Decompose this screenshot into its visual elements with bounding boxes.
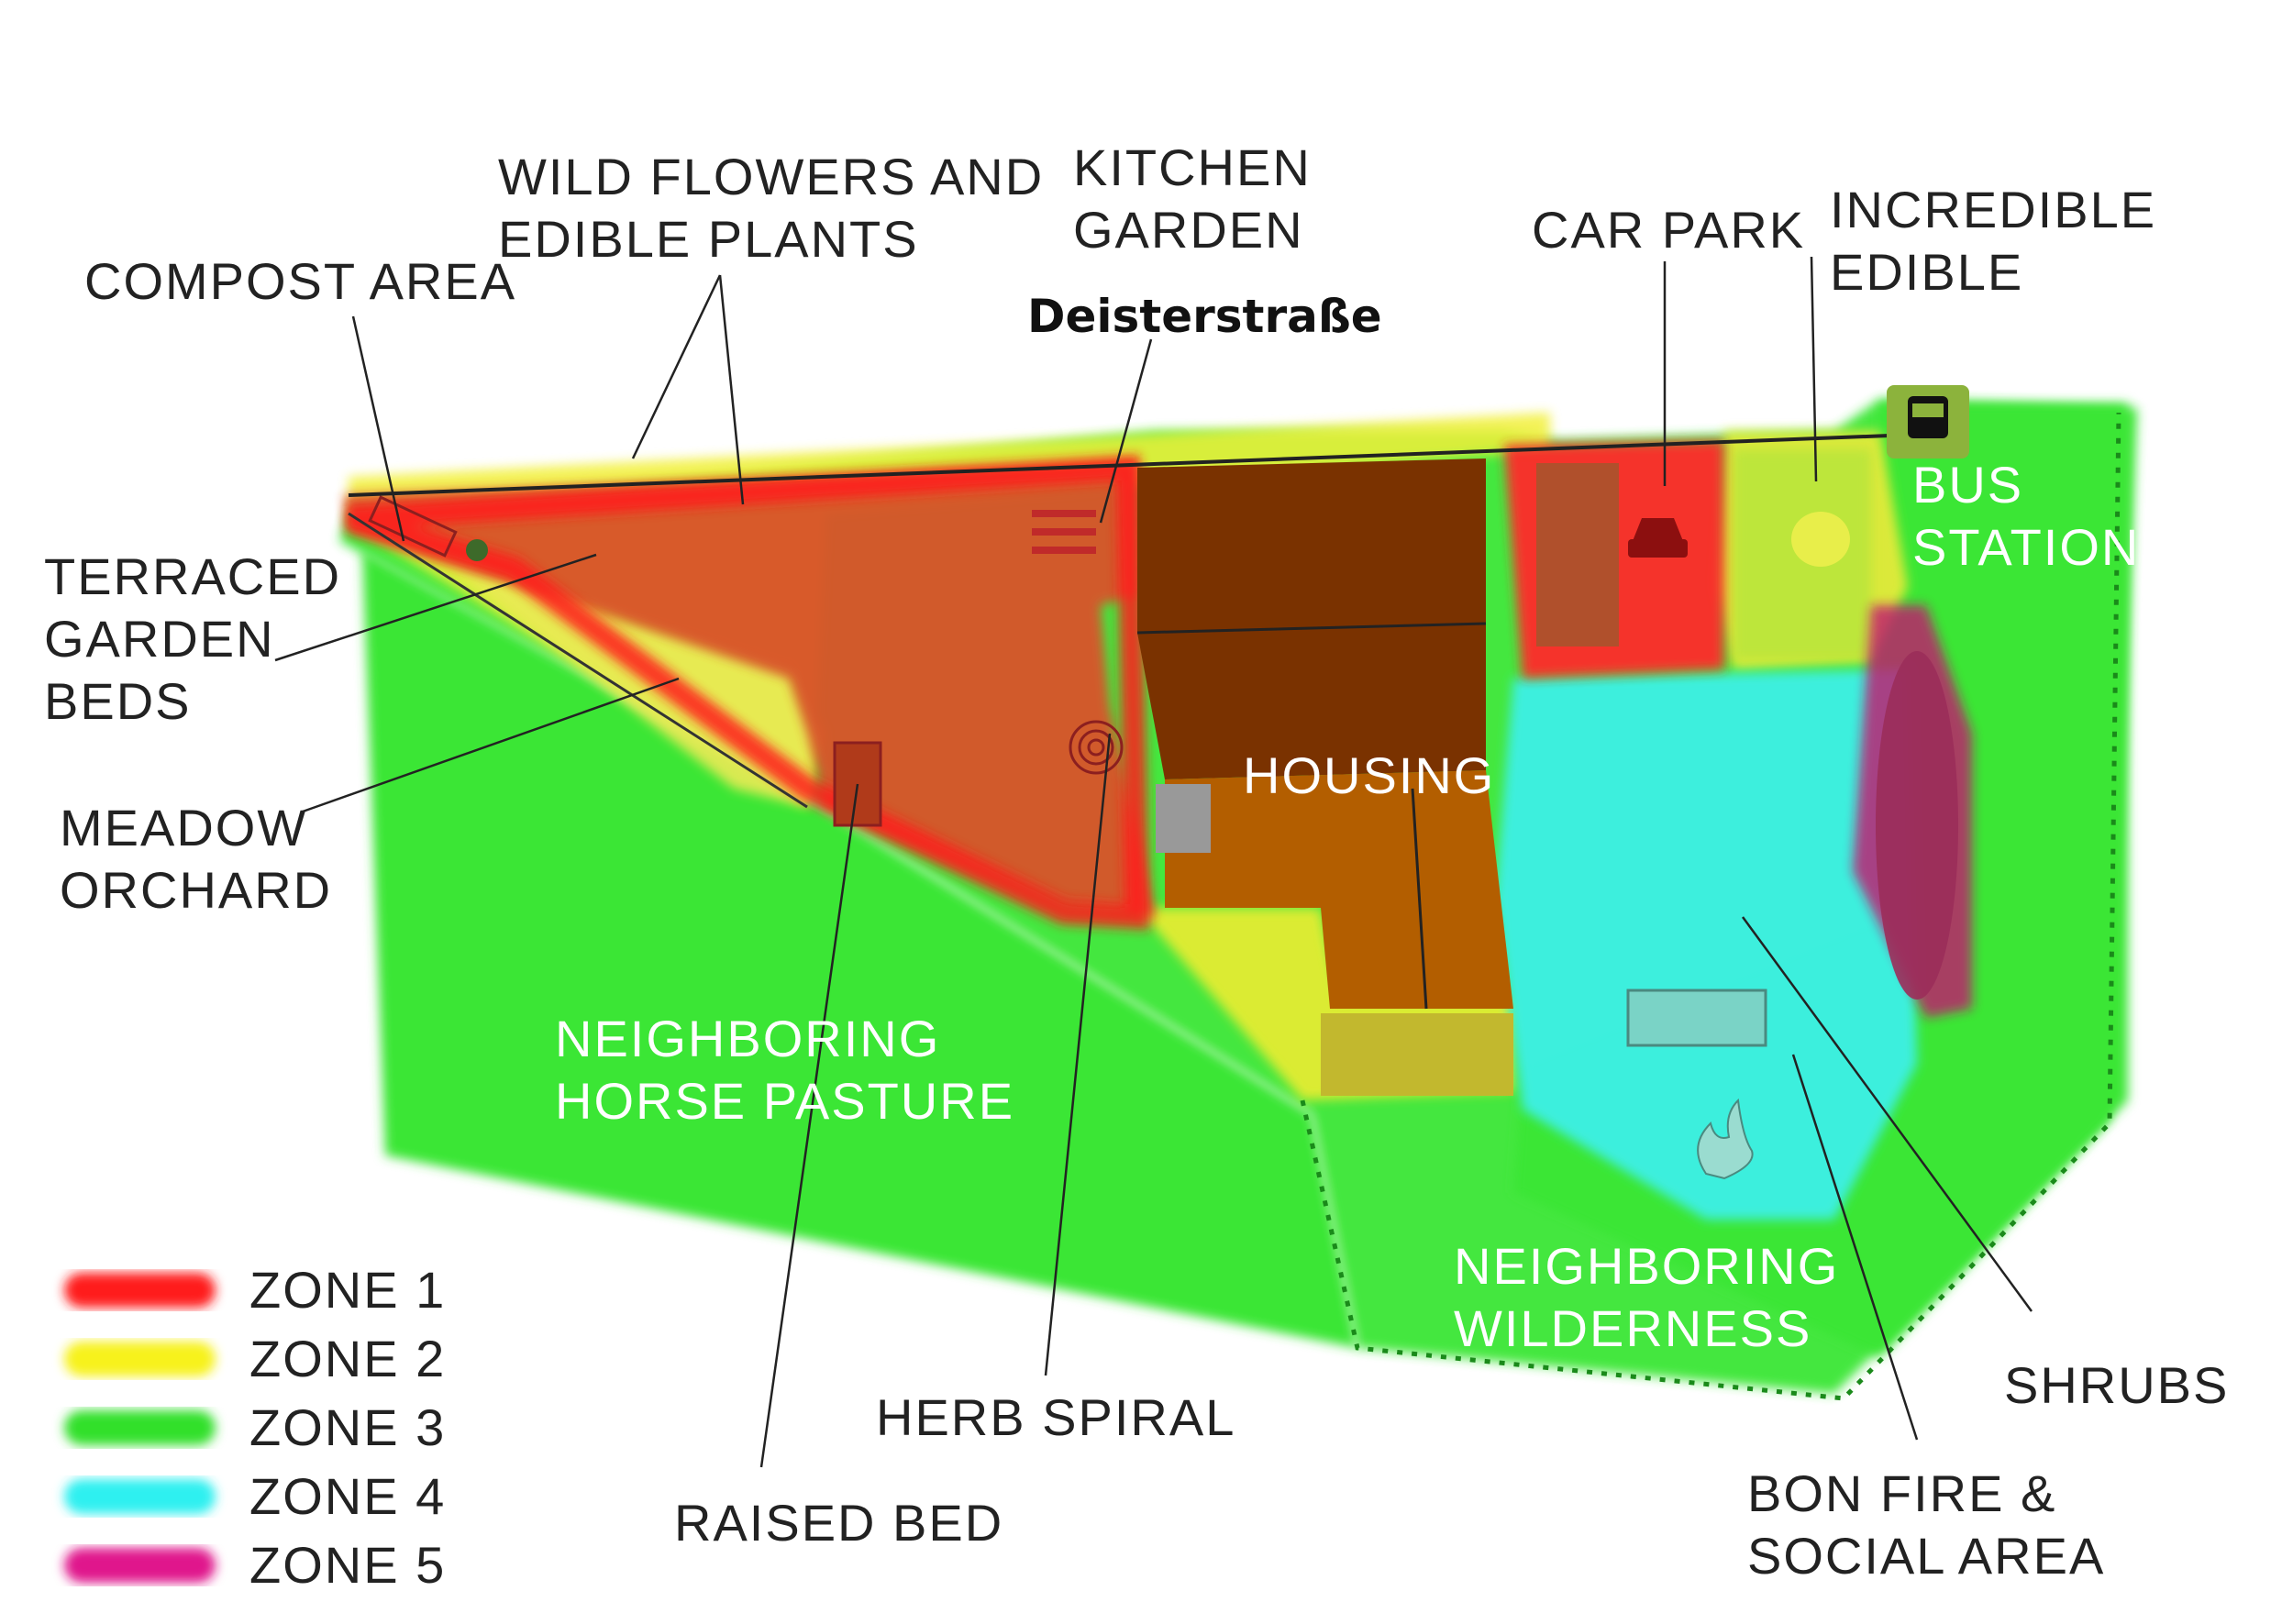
label-wilderness-line2: WILDERNESS: [1454, 1299, 1811, 1357]
legend-swatch-zone-3: [64, 1410, 216, 1445]
social-area-table: [1626, 989, 1767, 1047]
label-wild-flowers-line1: WILD FLOWERS AND: [498, 148, 1044, 205]
legend-label-zone-2: ZONE 2: [249, 1330, 446, 1387]
label-car-park: CAR PARK: [1532, 201, 1805, 259]
label-bonfire-line1: BON FIRE &: [1747, 1464, 2056, 1522]
label-kitchen-garden-line1: KITCHEN: [1073, 138, 1312, 196]
legend-swatch-zone-4: [64, 1479, 216, 1514]
label-terraced-line3: BEDS: [44, 672, 192, 730]
compost-area-bins: [368, 495, 488, 561]
car-icon: [1628, 518, 1688, 558]
legend-swatch-zone-2: [64, 1342, 216, 1376]
legend-label-zone-5: ZONE 5: [249, 1536, 446, 1594]
label-wild-flowers-line2: EDIBLE PLANTS: [498, 210, 919, 268]
fire-icon: [1697, 1098, 1754, 1180]
label-meadow-line2: ORCHARD: [60, 861, 332, 919]
legend: ZONE 1 ZONE 2 ZONE 3 ZONE 4 ZONE 5: [64, 1261, 446, 1594]
herb-spiral-icon: [1069, 720, 1124, 775]
legend-swatch-zone-1: [64, 1273, 216, 1308]
kitchen-garden-rows: [1032, 510, 1096, 554]
label-shrubs: SHRUBS: [2004, 1356, 2229, 1414]
label-housing: HOUSING: [1243, 746, 1495, 804]
label-horse-pasture-line2: HORSE PASTURE: [555, 1072, 1014, 1130]
label-herb-spiral: HERB SPIRAL: [876, 1388, 1235, 1446]
label-horse-pasture-line1: NEIGHBORING: [555, 1010, 940, 1067]
zone5-area: [1853, 605, 1972, 1018]
legend-label-zone-1: ZONE 1: [249, 1261, 446, 1319]
legend-label-zone-3: ZONE 3: [249, 1398, 446, 1456]
site-boundary: [348, 412, 2121, 1401]
label-terraced-line2: GARDEN: [44, 610, 275, 668]
street-name: Deisterstraße: [1027, 290, 1382, 343]
label-kitchen-garden-line2: GARDEN: [1073, 201, 1304, 259]
label-bus-station-line2: STATION: [1912, 518, 2140, 576]
label-wilderness-line1: NEIGHBORING: [1454, 1237, 1839, 1295]
label-incredible-edible-line1: INCREDIBLE: [1830, 181, 2156, 238]
label-compost-area: COMPOST AREA: [84, 252, 516, 310]
bus-icon: [1887, 385, 1969, 458]
legend-swatch-zone-5: [64, 1548, 216, 1583]
label-raised-bed: RAISED BED: [674, 1494, 1003, 1552]
legend-label-zone-4: ZONE 4: [249, 1467, 446, 1525]
label-bonfire-line2: SOCIAL AREA: [1747, 1527, 2105, 1585]
zone1-area: [344, 440, 1724, 930]
leader-lines: [274, 256, 2033, 1468]
label-terraced-line1: TERRACED: [44, 547, 341, 605]
label-incredible-edible-line2: EDIBLE: [1830, 243, 2023, 301]
zone4-area: [1495, 669, 1917, 1220]
housing-building: [1136, 458, 1513, 1096]
label-meadow-line1: MEADOW: [60, 799, 307, 856]
label-bus-station-line1: BUS: [1912, 456, 2023, 514]
